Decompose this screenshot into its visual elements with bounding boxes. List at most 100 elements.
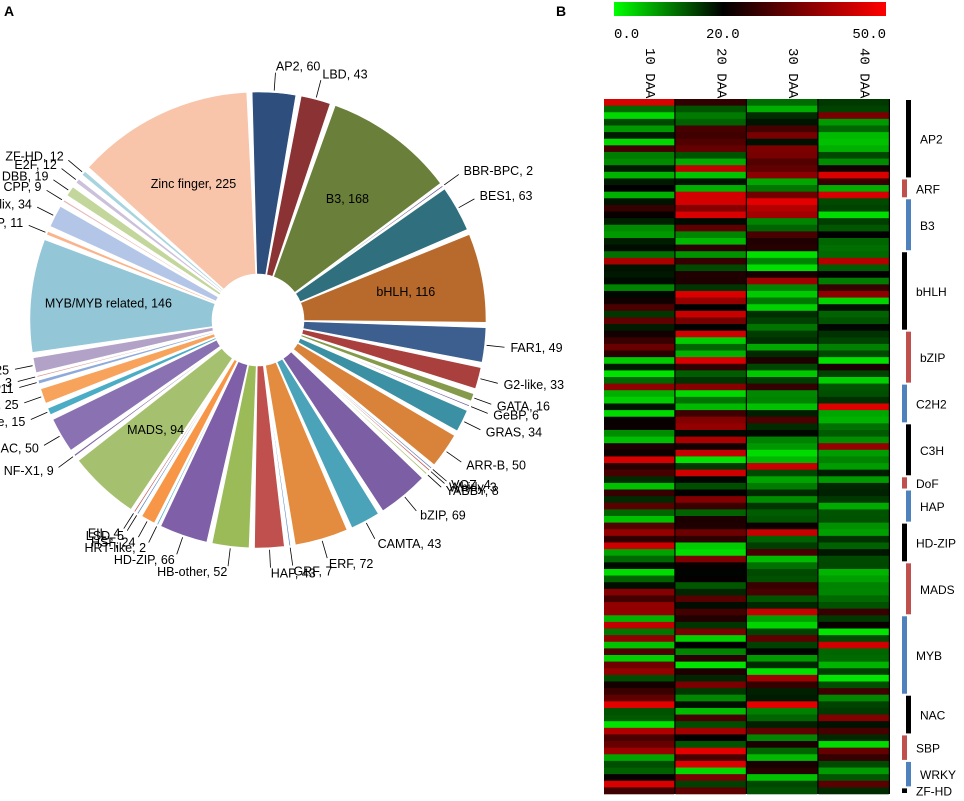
family-bracket-bhlh: [902, 252, 907, 330]
heatmap-cell: [604, 502, 675, 510]
heatmap-cell: [604, 211, 675, 219]
heatmap-cell: [747, 330, 818, 338]
pie-leader-camta-43: [365, 522, 376, 539]
heatmap-cell: [604, 204, 675, 212]
heatmap-cell: [747, 648, 818, 656]
heatmap-cell: [675, 549, 746, 557]
heatmap-cell: [818, 403, 889, 411]
heatmap-cell: [675, 264, 746, 272]
heatmap-cell: [747, 284, 818, 292]
pie-slice-erf-72: [265, 361, 348, 546]
heatmap-cell: [675, 754, 746, 762]
heatmap-cell: [818, 350, 889, 358]
heatmap-cell: [675, 568, 746, 576]
pie-slice-hsf-24: [141, 359, 238, 524]
heatmap-cell: [818, 271, 889, 279]
heatmap-cell: [604, 277, 675, 285]
heatmap-cell: [675, 330, 746, 338]
heatmap-cell: [604, 727, 675, 735]
heatmap-cell: [818, 244, 889, 252]
heatmap-cell: [604, 701, 675, 709]
heatmap-cell: [818, 343, 889, 351]
pie-leader-erf-72: [321, 540, 328, 559]
heatmap-cell: [818, 145, 889, 153]
family-bracket-nac: [906, 695, 911, 734]
heatmap-cell: [818, 621, 889, 629]
heatmap-cell: [604, 760, 675, 768]
family-label-mads: MADS: [920, 583, 955, 597]
heatmap-cell: [818, 555, 889, 563]
heatmap-cell: [604, 456, 675, 464]
heatmap-cell: [747, 549, 818, 557]
pie-leader-lbd-43: [315, 79, 322, 98]
heatmap-cell: [604, 668, 675, 676]
heatmap-cell: [604, 310, 675, 318]
pie-label-grf-7: GRF, 7: [294, 564, 333, 578]
heatmap-cell: [818, 218, 889, 226]
pie-label-gebp-6: GeBP, 6: [493, 409, 539, 423]
pie-leader-bes1-63: [458, 198, 475, 209]
heatmap-cell: [675, 780, 746, 788]
pie-leader-gebp-6: [470, 406, 488, 414]
heatmap-cell: [747, 621, 818, 629]
pie-slice-sbp-25: [40, 333, 216, 404]
heatmap-cell: [747, 496, 818, 504]
heatmap-column-label: 20 DAA: [712, 48, 728, 99]
color-scale-bar: [614, 2, 886, 16]
heatmap-cell: [818, 310, 889, 318]
heatmap-cell: [675, 403, 746, 411]
heatmap-cell: [818, 165, 889, 173]
heatmap-cell: [604, 562, 675, 570]
pie-slice-lsd-5: [136, 358, 235, 515]
family-bracket-zf-hd: [902, 788, 907, 793]
heatmap-cell: [604, 615, 675, 623]
heatmap-cell: [818, 674, 889, 682]
heatmap-cell: [747, 377, 818, 384]
heatmap-cell: [604, 198, 675, 206]
pie-slice-tale-25: [32, 327, 214, 374]
heatmap-cell: [604, 99, 675, 106]
heatmap-cell: [747, 482, 818, 490]
heatmap-cell: [747, 674, 818, 682]
heatmap-cell: [675, 615, 746, 623]
heatmap-cell: [675, 582, 746, 590]
heatmap-cell: [747, 363, 818, 371]
heatmap-cell: [675, 674, 746, 682]
heatmap-cell: [818, 727, 889, 735]
heatmap-cell: [818, 588, 889, 596]
heatmap-cell: [818, 502, 889, 510]
heatmap-cell: [675, 317, 746, 325]
heatmap-cell: [747, 741, 818, 748]
pie-leader-far1-49: [486, 344, 505, 348]
heatmap-cell: [675, 363, 746, 371]
heatmap-cell: [675, 343, 746, 351]
heatmap-cell: [747, 780, 818, 788]
heatmap-cell: [818, 436, 889, 444]
pie-leader-srs-11: [19, 382, 37, 388]
heatmap-cell: [747, 410, 818, 418]
pie-slice-gebp-6: [300, 336, 470, 407]
heatmap-cell: [604, 707, 675, 715]
heatmap-cell: [675, 423, 746, 431]
heatmap-cell: [747, 681, 818, 689]
heatmap-cell: [818, 582, 889, 590]
pie-slice-bes1-63: [295, 188, 468, 303]
heatmap-cell: [604, 218, 675, 226]
heatmap-cell: [675, 357, 746, 365]
pie-leader-g2-like-33: [480, 378, 498, 384]
heatmap-cell: [675, 350, 746, 358]
pie-slice-hd-zip-66: [160, 361, 249, 543]
family-bracket-hd-zip: [902, 523, 907, 562]
pie-slice-hb-other-52: [211, 364, 257, 549]
heatmap-cell: [747, 125, 818, 133]
heatmap-cell: [747, 343, 818, 351]
heatmap-cell: [747, 489, 818, 497]
heatmap-cell: [604, 575, 675, 583]
heatmap-cell: [747, 774, 818, 782]
pie-slice-bzip-69: [282, 351, 423, 512]
heatmap-cell: [675, 502, 746, 510]
heatmap-cell: [675, 588, 746, 596]
family-label-b3: B3: [920, 219, 935, 233]
heatmap-cell: [818, 185, 889, 192]
heatmap-cell: [818, 251, 889, 259]
